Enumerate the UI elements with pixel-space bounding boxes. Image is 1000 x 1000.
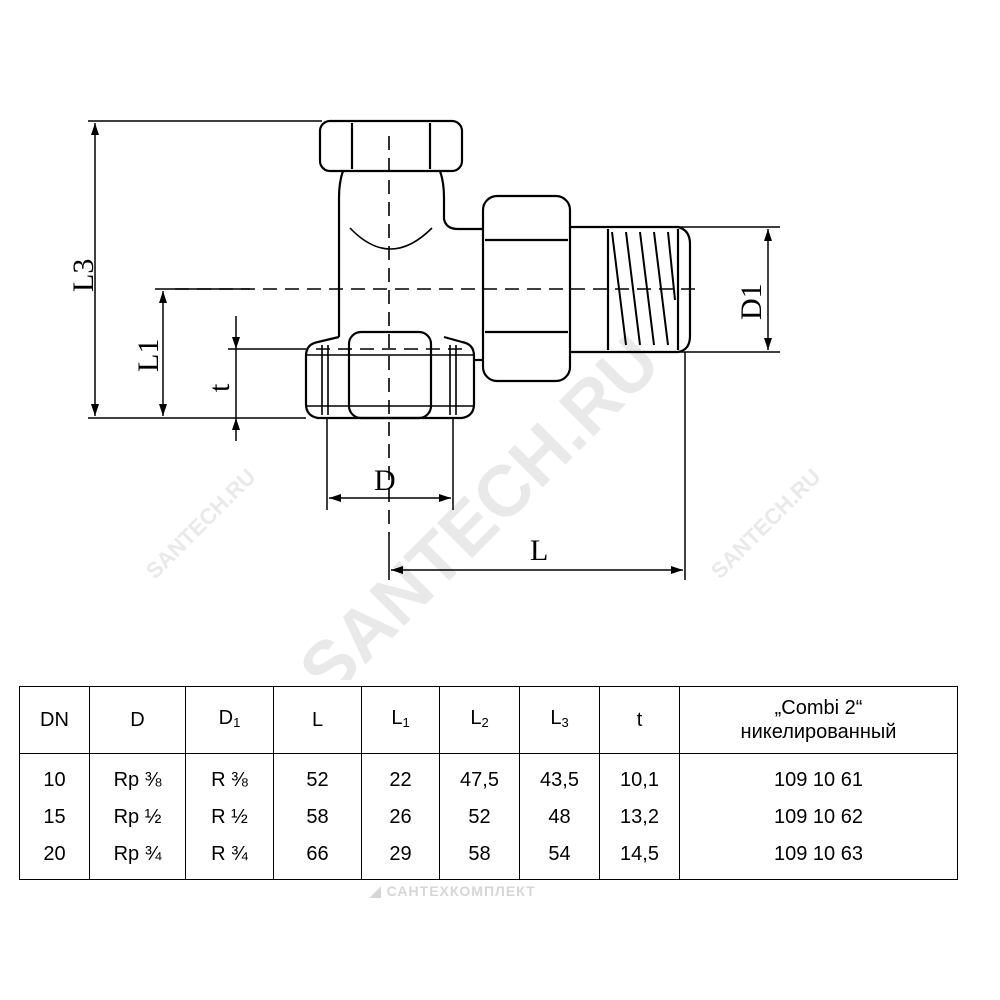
cell-l2: 47,5	[439, 753, 520, 799]
cell-l: 58	[273, 799, 362, 836]
header-combi: „Combi 2“никелированный	[679, 686, 958, 754]
header-l3-main: L	[550, 706, 562, 729]
header-t: t	[599, 686, 680, 754]
cell-d: Rp ⅜	[89, 753, 186, 799]
dim-label-t: t	[203, 383, 236, 392]
cell-dn: 10	[19, 753, 90, 799]
dim-label-l3: L3	[67, 259, 100, 292]
cell-t: 10,1	[599, 753, 680, 799]
header-l1-main: L	[391, 706, 403, 729]
cell-l2: 58	[439, 836, 520, 880]
brand-watermark: ◢ САНТЕХКОМПЛЕКТ	[370, 883, 536, 900]
cell-dn: 15	[19, 799, 90, 836]
header-d1: D1	[185, 686, 274, 754]
cell-l3: 43,5	[519, 753, 600, 799]
cell-d: Rp ½	[89, 799, 186, 836]
header-combi-line2: никелированный	[740, 721, 897, 743]
header-l3: L3	[519, 686, 600, 754]
header-l2: L2	[439, 686, 520, 754]
valve-technical-drawing: SANTECH.RU SANTECH.RU SANTECH.RU	[67, 119, 826, 680]
cell-code: 109 10 63	[679, 836, 958, 880]
cell-l1: 26	[361, 799, 440, 836]
brand-logo-icon: ◢	[370, 883, 387, 899]
table-header-row: DN D D1 L L1 L2 L3 t „Combi 2“никелирова…	[19, 686, 958, 754]
dimension-lines	[91, 123, 772, 574]
center-lines	[175, 136, 700, 535]
dim-label-l1: L1	[132, 339, 165, 372]
table-row: 20 Rp ¾ R ¾ 66 29 58 54 14,5 109 10 63	[19, 836, 958, 880]
extension-lines	[88, 120, 780, 580]
header-l1-sub: 1	[402, 714, 410, 730]
cell-l3: 54	[519, 836, 600, 880]
header-l2-main: L	[470, 706, 482, 729]
header-l3-sub: 3	[561, 714, 569, 730]
header-dn: DN	[19, 686, 90, 754]
header-l1: L1	[361, 686, 440, 754]
header-combi-line1: „Combi 2“	[774, 697, 863, 719]
dim-label-d1: D1	[735, 283, 768, 320]
watermark-main: SANTECH.RU	[285, 321, 675, 680]
cell-code: 109 10 62	[679, 799, 958, 836]
brand-text: САНТЕХКОМПЛЕКТ	[386, 883, 536, 899]
cell-d: Rp ¾	[89, 836, 186, 880]
table-row: 10 Rp ⅜ R ⅜ 52 22 47,5 43,5 10,1 109 10 …	[19, 753, 958, 799]
header-d1-sub: 1	[233, 714, 241, 730]
cell-d1: R ½	[185, 799, 274, 836]
cell-l1: 22	[361, 753, 440, 799]
watermark-left: SANTECH.RU	[141, 464, 261, 584]
valve-body	[304, 119, 692, 420]
table-row: 15 Rp ½ R ½ 58 26 52 48 13,2 109 10 62	[19, 799, 958, 836]
cell-d1: R ⅜	[185, 753, 274, 799]
specification-table: DN D D1 L L1 L2 L3 t „Combi 2“никелирова…	[19, 686, 958, 880]
header-l2-sub: 2	[481, 714, 489, 730]
header-l: L	[273, 686, 362, 754]
cell-l: 66	[273, 836, 362, 880]
cell-d1: R ¾	[185, 836, 274, 880]
watermark-right: SANTECH.RU	[706, 464, 826, 584]
cell-code: 109 10 61	[679, 753, 958, 799]
cell-l2: 52	[439, 799, 520, 836]
cell-l3: 48	[519, 799, 600, 836]
cell-l1: 29	[361, 836, 440, 880]
header-d1-main: D	[218, 706, 234, 729]
cell-t: 14,5	[599, 836, 680, 880]
header-d: D	[89, 686, 186, 754]
dim-label-l: L	[530, 534, 548, 567]
cell-l: 52	[273, 753, 362, 799]
dim-label-d: D	[374, 464, 396, 497]
cell-t: 13,2	[599, 799, 680, 836]
cell-dn: 20	[19, 836, 90, 880]
